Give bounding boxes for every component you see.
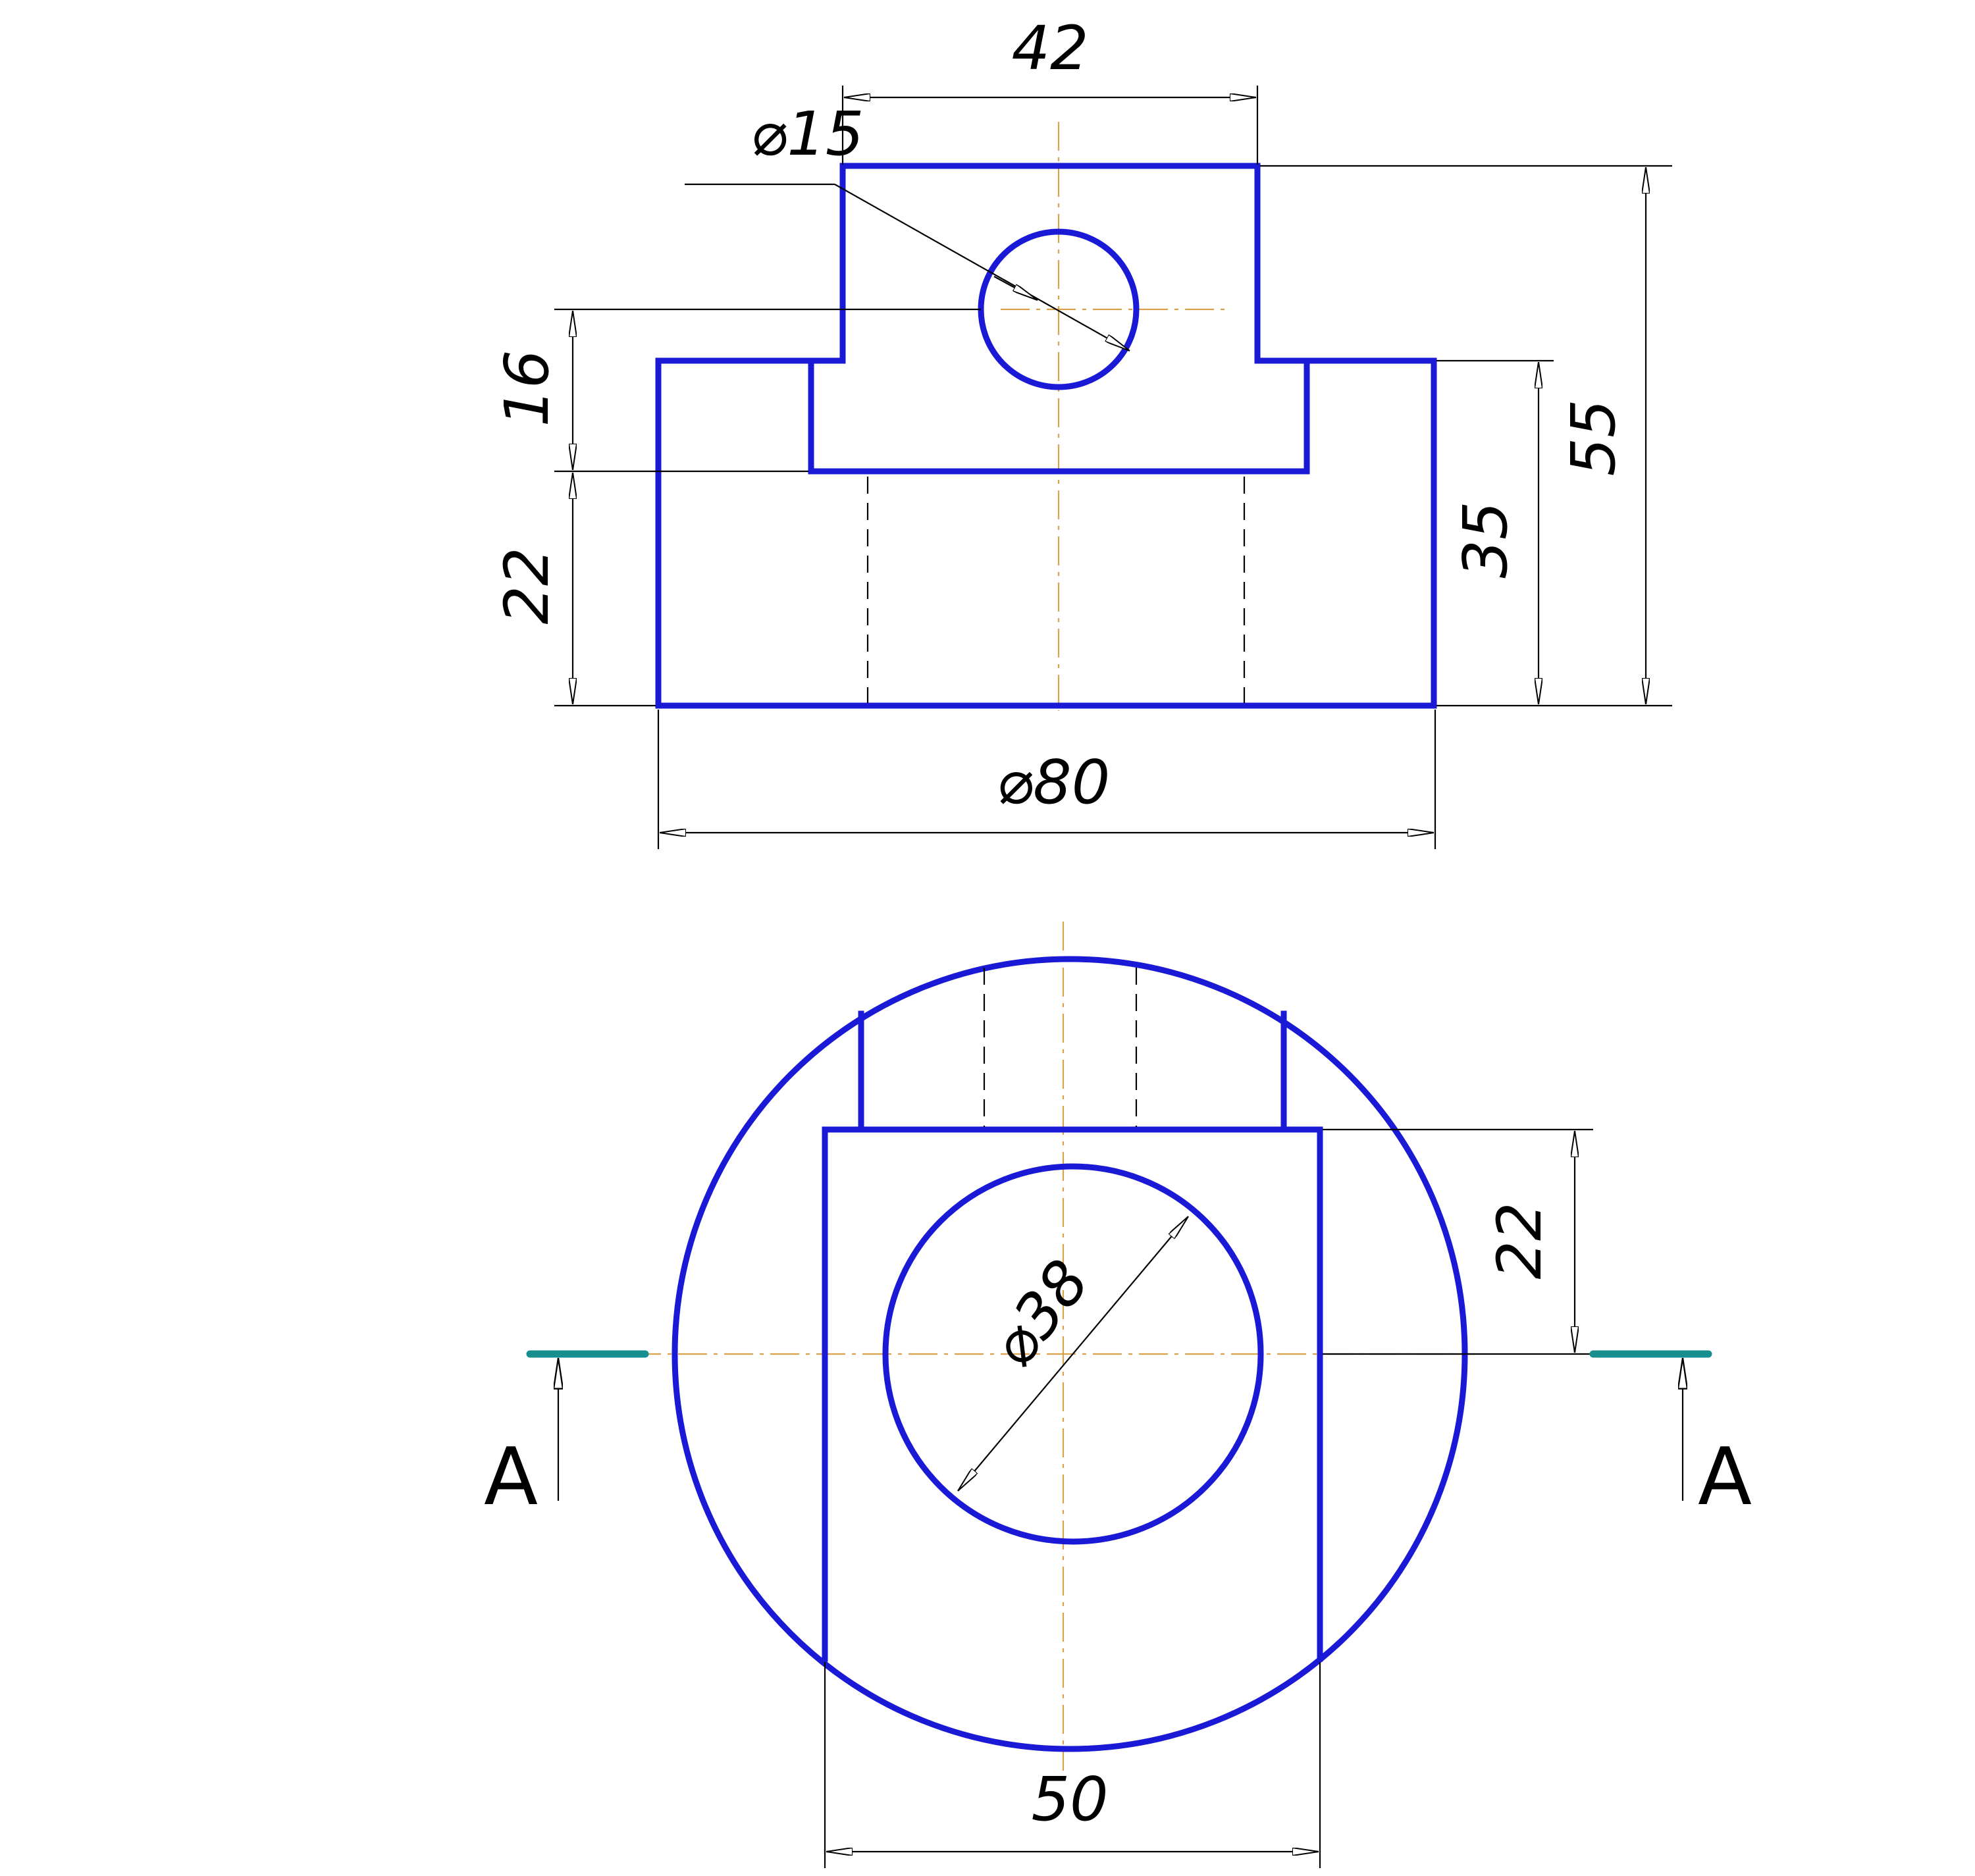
cutting-plane-left: A <box>484 1350 649 1523</box>
dimension-upper-height-label: 16 <box>492 350 562 427</box>
dimension-lower-height: 22 <box>492 473 656 707</box>
dimension-offset-label: 22 <box>1485 1202 1555 1279</box>
top-rectangle-outline <box>822 1126 1323 1662</box>
dimension-side-height: 35 <box>1436 359 1672 707</box>
dimension-base-diameter: ⌀80 <box>657 710 1436 849</box>
dimension-upper-height: 16 <box>492 308 981 473</box>
dimension-hole-diameter-label: ⌀15 <box>750 99 864 169</box>
dimension-width-label: 50 <box>1031 1764 1108 1835</box>
dimension-width: 50 <box>824 1662 1321 1868</box>
front-inner-step-outline <box>808 357 1310 475</box>
dimension-offset: 22 <box>1323 1128 1593 1355</box>
top-view: ⌀38 22 50 A A <box>484 922 1752 1868</box>
dimension-base-diameter-label: ⌀80 <box>997 747 1110 818</box>
dimension-top-width-label: 42 <box>1011 13 1088 84</box>
section-label-right: A <box>1698 1432 1752 1523</box>
dimension-top-width: 42 <box>841 13 1259 165</box>
cutting-plane-right: A <box>1589 1350 1752 1523</box>
dimension-hole-diameter: ⌀15 <box>685 99 1130 352</box>
dimension-bore-diameter-label: ⌀38 <box>978 1247 1103 1380</box>
front-view: 42 ⌀15 16 22 35 <box>492 13 1672 849</box>
section-label-left: A <box>484 1432 538 1523</box>
top-lug-outline <box>858 1010 1287 1133</box>
front-outer-outline <box>655 163 1437 709</box>
dimension-total-height: 55 <box>1260 165 1672 704</box>
dimension-side-height-label: 35 <box>1450 501 1521 578</box>
dimension-total-height-label: 55 <box>1558 399 1629 476</box>
top-bore-circle <box>882 1163 1264 1545</box>
dimension-lower-height-label: 22 <box>492 547 562 624</box>
